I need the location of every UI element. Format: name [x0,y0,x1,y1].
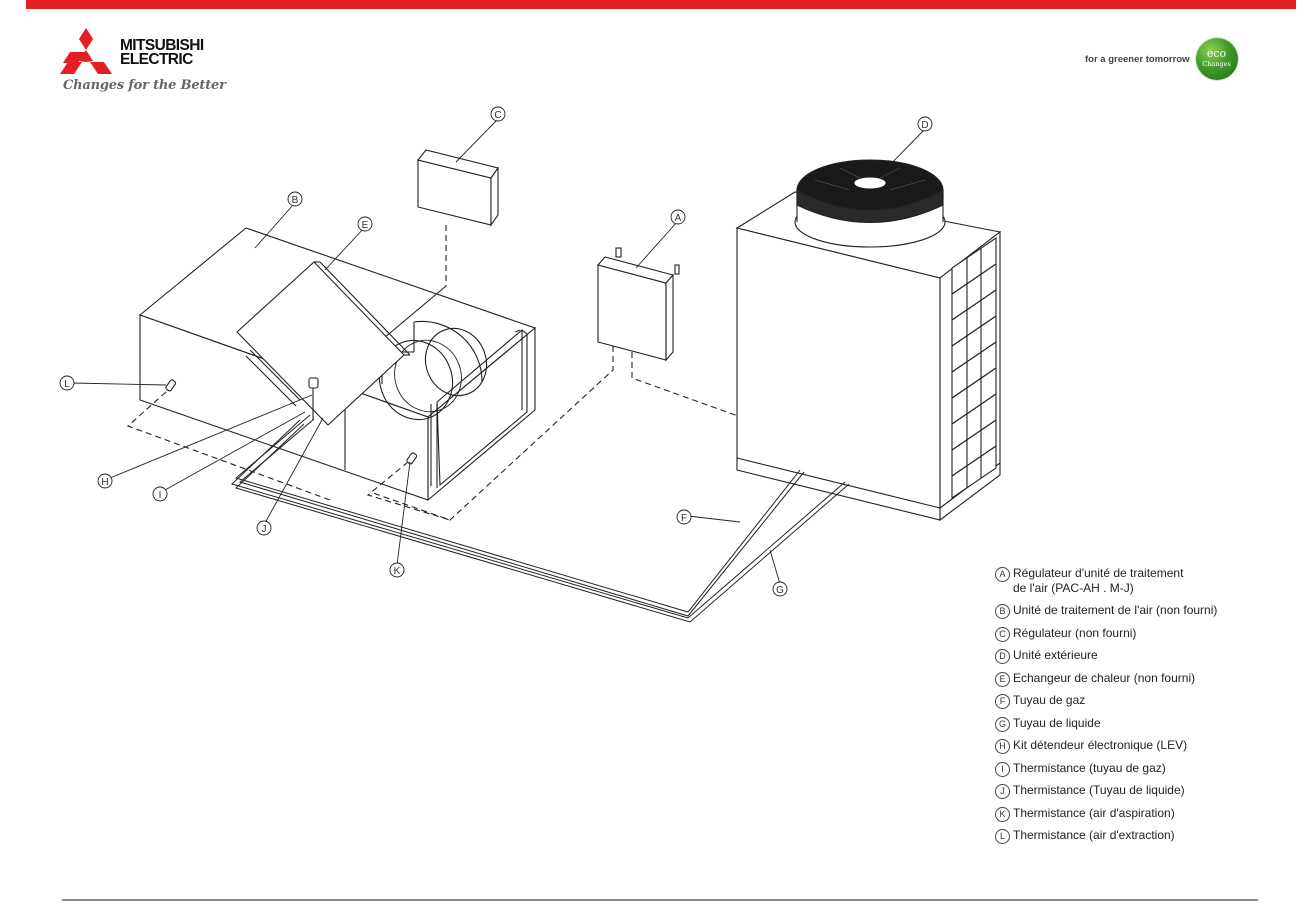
brand-name-line2: ELECTRIC [120,51,193,68]
legend-badge-k: K [995,806,1010,822]
three-diamonds-icon [60,28,112,74]
legend-text-b: Unité de traitement de l'air (non fourni… [1013,603,1218,617]
callout-i-label: I [159,490,162,501]
mitsubishi-logo: MITSUBISHI ELECTRIC Changes for the Bett… [60,28,240,98]
callout-c-label: C [494,110,501,121]
callout-d-label: D [921,120,928,131]
lev-kit [308,377,319,420]
leader-lines [71,119,925,585]
callout-e-label: E [362,220,369,231]
eco-changes-badge-icon: eco Changes [1195,38,1238,80]
legend-text-f: Tuyau de gaz [1013,693,1086,707]
legend-badge-i: I [995,761,1010,777]
callout-f: F [676,509,692,525]
legend-text-d: Unité extérieure [1013,648,1098,662]
callout-g: G [772,581,788,597]
legend-badge-g: G [995,716,1010,732]
eco-badge-line1: eco [1206,47,1227,60]
callout-j: J [256,520,272,536]
footer-divider [62,899,1258,901]
legend-badge-c: C [995,626,1010,642]
heat-exchanger [236,261,411,426]
legend-badge-h: H [995,739,1010,754]
legend-badge-d: D [995,649,1010,664]
legend-text-g: Tuyau de liquide [1013,715,1101,730]
callout-k: K [389,562,405,578]
legend-text-j: Thermistance (Tuyau de liquide) [1013,783,1185,797]
legend-badge-e: E [995,671,1010,687]
legend-text-c: Régulateur (non fourni) [1013,625,1137,640]
eco-badge-line2: Changes [1202,60,1231,68]
controller-box [417,149,499,286]
callout-b-label: B [292,195,299,206]
callout-l-label: L [64,379,70,390]
legend-text-e: Echangeur de chaleur (non fourni) [1013,670,1196,685]
eco-changes-banner: for a greener tomorrow eco Changes [1085,38,1238,80]
callout-f-label: F [681,513,687,524]
legend-text-l: Thermistance (air d'extraction) [1013,828,1175,842]
legend-badge-a: A [995,567,1010,582]
legend-badge-j: J [995,784,1010,799]
callout-b: B [287,191,303,207]
callout-d: D [917,116,933,132]
legend-text-h: Kit détendeur électronique (LEV) [1013,738,1188,752]
callout-g-label: G [776,585,784,596]
callout-h: H [97,473,113,489]
legend-badge-l: L [995,829,1010,844]
callout-a: A [670,209,686,225]
callout-k-label: K [394,566,401,577]
outdoor-unit [735,159,1002,522]
legend-badge-b: B [995,604,1010,619]
legend-text-k: Thermistance (air d'aspiration) [1013,805,1175,820]
callout-a-label: A [675,213,682,224]
gas-pipe [234,414,805,617]
callout-e: E [357,216,373,232]
callout-h-label: H [101,477,108,488]
legend-text-a: Régulateur d'unité de traitement de l'ai… [1013,566,1184,595]
callout-j-label: J [262,524,267,535]
callout-c: C [490,106,506,122]
legend-text-i: Thermistance (tuyau de gaz) [1013,760,1166,775]
brand-tagline: Changes for the Better [63,78,226,93]
ahu-controller-box [369,247,739,521]
return-air-sensor [126,379,331,501]
callout-i: I [152,486,168,502]
liquid-pipe [231,419,850,623]
top-accent-bar [26,0,1296,9]
callout-l: L [59,375,75,391]
brand-name-line1: MITSUBISHI [120,37,204,54]
legend-badge-f: F [995,694,1010,709]
eco-slogan: for a greener tomorrow [1085,53,1190,65]
suction-air-sensor [366,452,451,521]
